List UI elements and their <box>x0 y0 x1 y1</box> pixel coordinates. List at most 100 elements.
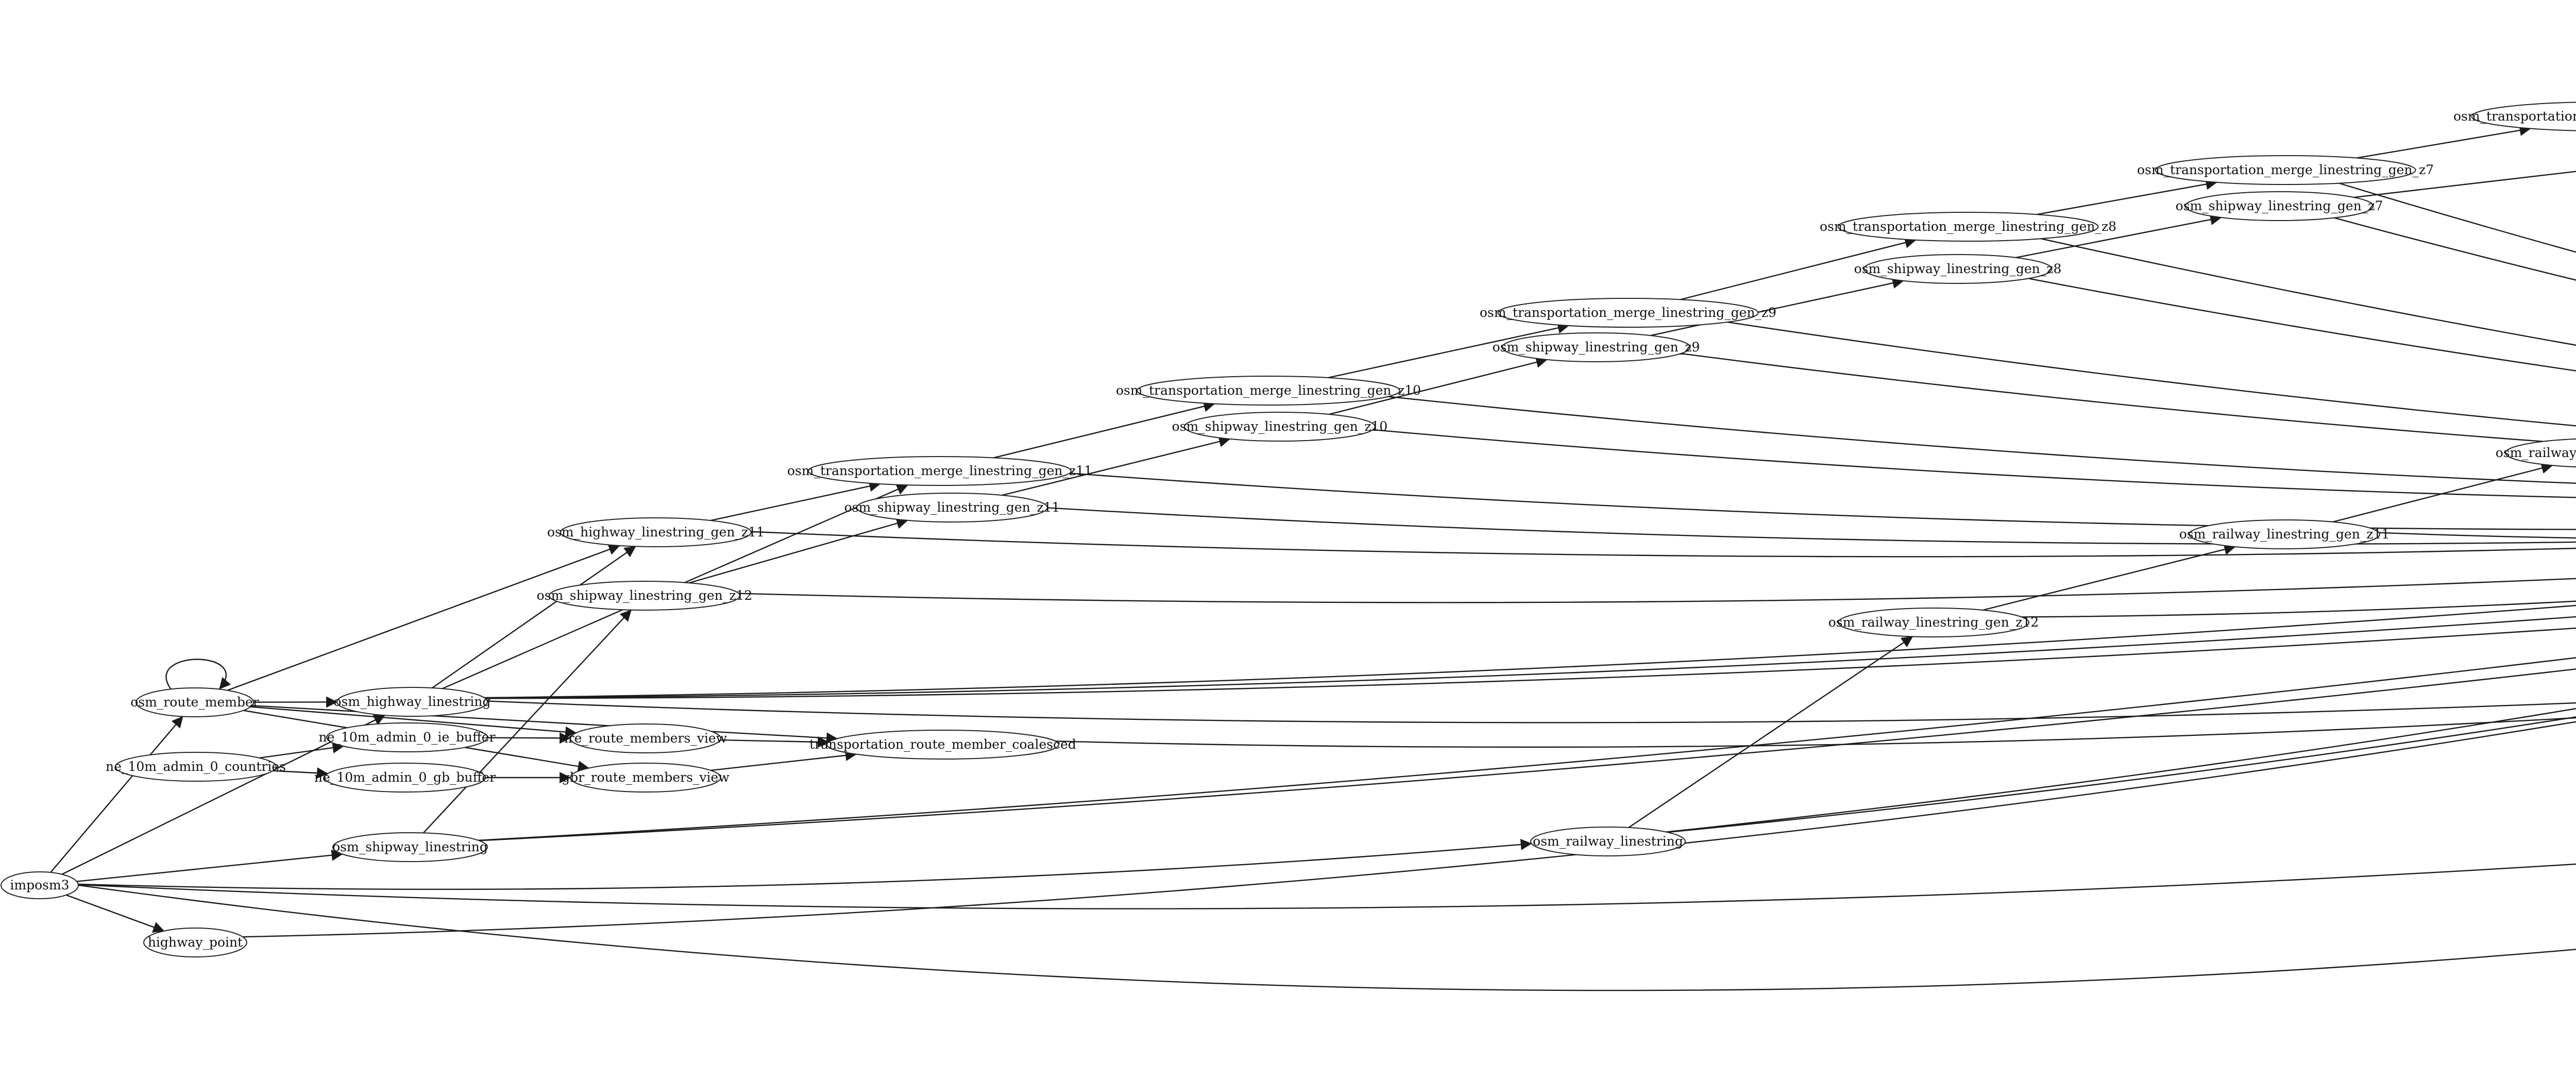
edge-m10-layer_transportation-z10 <box>1388 396 2576 484</box>
node-ellipse <box>808 456 1072 486</box>
edge-hl-layer_transportation-z14+ <box>485 627 2576 699</box>
node-osm_railway_linestring_gen_z10: osm_railway_linestring_gen_z10 <box>2496 438 2576 468</box>
node-label: osm_shipway_linestring_gen_z8 <box>1854 261 2062 276</box>
edges-layer <box>50 125 2576 991</box>
node-osm_railway_linestring_gen_z12: osm_railway_linestring_gen_z12 <box>1828 608 2039 637</box>
node-ellipse <box>549 581 740 611</box>
node-label: osm_shipway_linestring_gen_z7 <box>2176 198 2383 213</box>
node-label: osm_railway_linestring <box>1533 834 1683 849</box>
edge-rll-layer_transportation-z13 <box>1666 708 2576 833</box>
edge-s10-layer_transportation-z10 <box>1372 429 2576 498</box>
edge-s9-s8 <box>1650 277 1904 336</box>
edge-rll-layer_transportation-z14+ <box>1667 716 2576 833</box>
edge-s10-s9 <box>1329 357 1548 415</box>
edge-m9-m8 <box>1680 237 1917 300</box>
node-label: ne_10m_admin_0_countries <box>106 759 286 774</box>
node-osm_transportation_merge_linestring_gen_z7: osm_transportation_merge_linestring_gen_… <box>2137 155 2434 185</box>
node-ellipse <box>856 493 1048 523</box>
node-label: osm_shipway_linestring_gen_z11 <box>844 500 1060 515</box>
edge-m9-layer_transportation-z9 <box>1727 321 2576 427</box>
node-label: gbr_route_members_view <box>562 770 730 785</box>
node-label: osm_transportation_merge_linestring_gen_… <box>2453 109 2576 124</box>
node-ellipse <box>2189 519 2380 549</box>
edge-rm-coal <box>252 705 838 744</box>
node-osm_transportation_merge_linestring_gen_z9: osm_transportation_merge_linestring_gen_… <box>1480 298 1776 328</box>
node-label: osm_shipway_linestring_gen_z12 <box>537 588 753 603</box>
edge-s7-s6 <box>2354 171 2576 198</box>
node-ellipse <box>336 687 488 717</box>
edge-s12-s11 <box>689 517 908 584</box>
edge-s8-layer_transportation-z8 <box>2028 278 2576 372</box>
node-ellipse <box>1530 827 1686 856</box>
node-osm_shipway_linestring_gen_z10: osm_shipway_linestring_gen_z10 <box>1172 412 1387 442</box>
node-ellipse <box>1501 332 1691 362</box>
node-ellipse <box>135 687 254 717</box>
edge-imp-hpt <box>66 894 165 933</box>
edge-imp-hpol <box>78 884 2576 991</box>
edge-imp-shl <box>76 849 343 882</box>
node-label: osm_railway_linestring_gen_z10 <box>2496 445 2576 460</box>
edge-irev-coal <box>720 736 829 748</box>
node-label: osm_transportation_merge_linestring_gen_… <box>2137 162 2434 177</box>
node-ellipse <box>2155 155 2416 185</box>
node-osm_shipway_linestring: osm_shipway_linestring <box>332 832 488 862</box>
edge-cty-gbb <box>273 767 329 779</box>
edge-hl-ntw <box>487 700 2576 723</box>
node-label: ne_10m_admin_0_ie_buffer <box>319 730 496 745</box>
node-label: osm_transportation_merge_linestring_gen_… <box>1820 219 2116 234</box>
node-ellipse <box>1137 376 1400 406</box>
edge-r12-layer_transportation-z12 <box>2022 600 2576 618</box>
node-osm_transportation_merge_linestring_gen_z10: osm_transportation_merge_linestring_gen_… <box>1116 376 1421 406</box>
edge-cty-ieb <box>259 742 344 759</box>
edge-m11-m10 <box>993 400 1215 459</box>
edge-m7-m6 <box>2357 125 2531 159</box>
node-ellipse <box>2184 191 2374 221</box>
node-label: osm_route_member <box>130 695 259 710</box>
node-gbr_route_members_view: gbr_route_members_view <box>562 763 730 793</box>
node-ellipse <box>324 763 486 793</box>
edge-s12-layer_transportation-z12 <box>738 578 2576 603</box>
node-osm_route_member: osm_route_member <box>130 687 259 717</box>
node-ellipse <box>570 723 721 753</box>
edge-s7-layer_transportation-z7 <box>2334 217 2576 281</box>
node-ellipse <box>1863 254 2053 284</box>
edge-hl-h11 <box>432 546 636 688</box>
node-ellipse <box>1837 212 2099 242</box>
node-label: highway_point <box>148 935 243 950</box>
edge-rll-r12 <box>1628 636 1913 829</box>
edge-imp-al <box>78 863 2576 909</box>
node-label: imposm3 <box>10 878 69 892</box>
node-label: osm_shipway_linestring <box>332 839 488 854</box>
node-ellipse <box>560 517 752 547</box>
node-osm_transportation_merge_linestring_gen_z11: osm_transportation_merge_linestring_gen_… <box>787 456 1092 486</box>
node-label: osm_transportation_merge_linestring_gen_… <box>1480 305 1776 320</box>
edge-rm-h11 <box>227 544 620 691</box>
node-osm_shipway_linestring_gen_z8: osm_shipway_linestring_gen_z8 <box>1854 254 2062 284</box>
node-osm_shipway_linestring_gen_z7: osm_shipway_linestring_gen_z7 <box>2176 191 2383 221</box>
node-osm_shipway_linestring_gen_z9: osm_shipway_linestring_gen_z9 <box>1493 332 1700 362</box>
node-osm_transportation_merge_linestring_gen_z6: osm_transportation_merge_linestring_gen_… <box>2453 102 2576 131</box>
edge-h11-m11 <box>710 480 881 521</box>
node-ellipse <box>2471 102 2576 131</box>
edge-imp-rll <box>78 838 1532 890</box>
node-ellipse <box>1184 412 1376 442</box>
node-ire_route_members_view: ire_route_members_view <box>564 723 727 753</box>
node-ellipse <box>332 832 488 862</box>
node-ellipse <box>326 722 488 752</box>
edge-m10-m9 <box>1328 322 1569 379</box>
node-ne_10m_admin_0_ie_buffer: ne_10m_admin_0_ie_buffer <box>319 722 496 752</box>
edge-hpt-layer_transportation-z14+ <box>243 721 2576 938</box>
node-label: ire_route_members_view <box>564 731 727 746</box>
node-label: transportation_route_member_coalesced <box>809 737 1076 752</box>
node-osm_shipway_linestring_gen_z12: osm_shipway_linestring_gen_z12 <box>537 581 753 611</box>
node-ellipse <box>570 763 721 793</box>
edge-r11-layer_transportation-z11 <box>2379 532 2576 539</box>
node-osm_railway_linestring: osm_railway_linestring <box>1530 827 1686 856</box>
node-ellipse <box>2505 438 2576 468</box>
node-ellipse <box>826 730 1059 760</box>
node-osm_transportation_merge_linestring_gen_z8: osm_transportation_merge_linestring_gen_… <box>1820 212 2116 242</box>
node-transportation_route_member_coalesced: transportation_route_member_coalesced <box>809 730 1076 760</box>
edge-h11-layer_transportation-z11 <box>751 531 2576 558</box>
edge-shl-layer_transportation-z13 <box>478 657 2576 841</box>
edge-hl-layer_transportation-z13 <box>484 616 2576 699</box>
